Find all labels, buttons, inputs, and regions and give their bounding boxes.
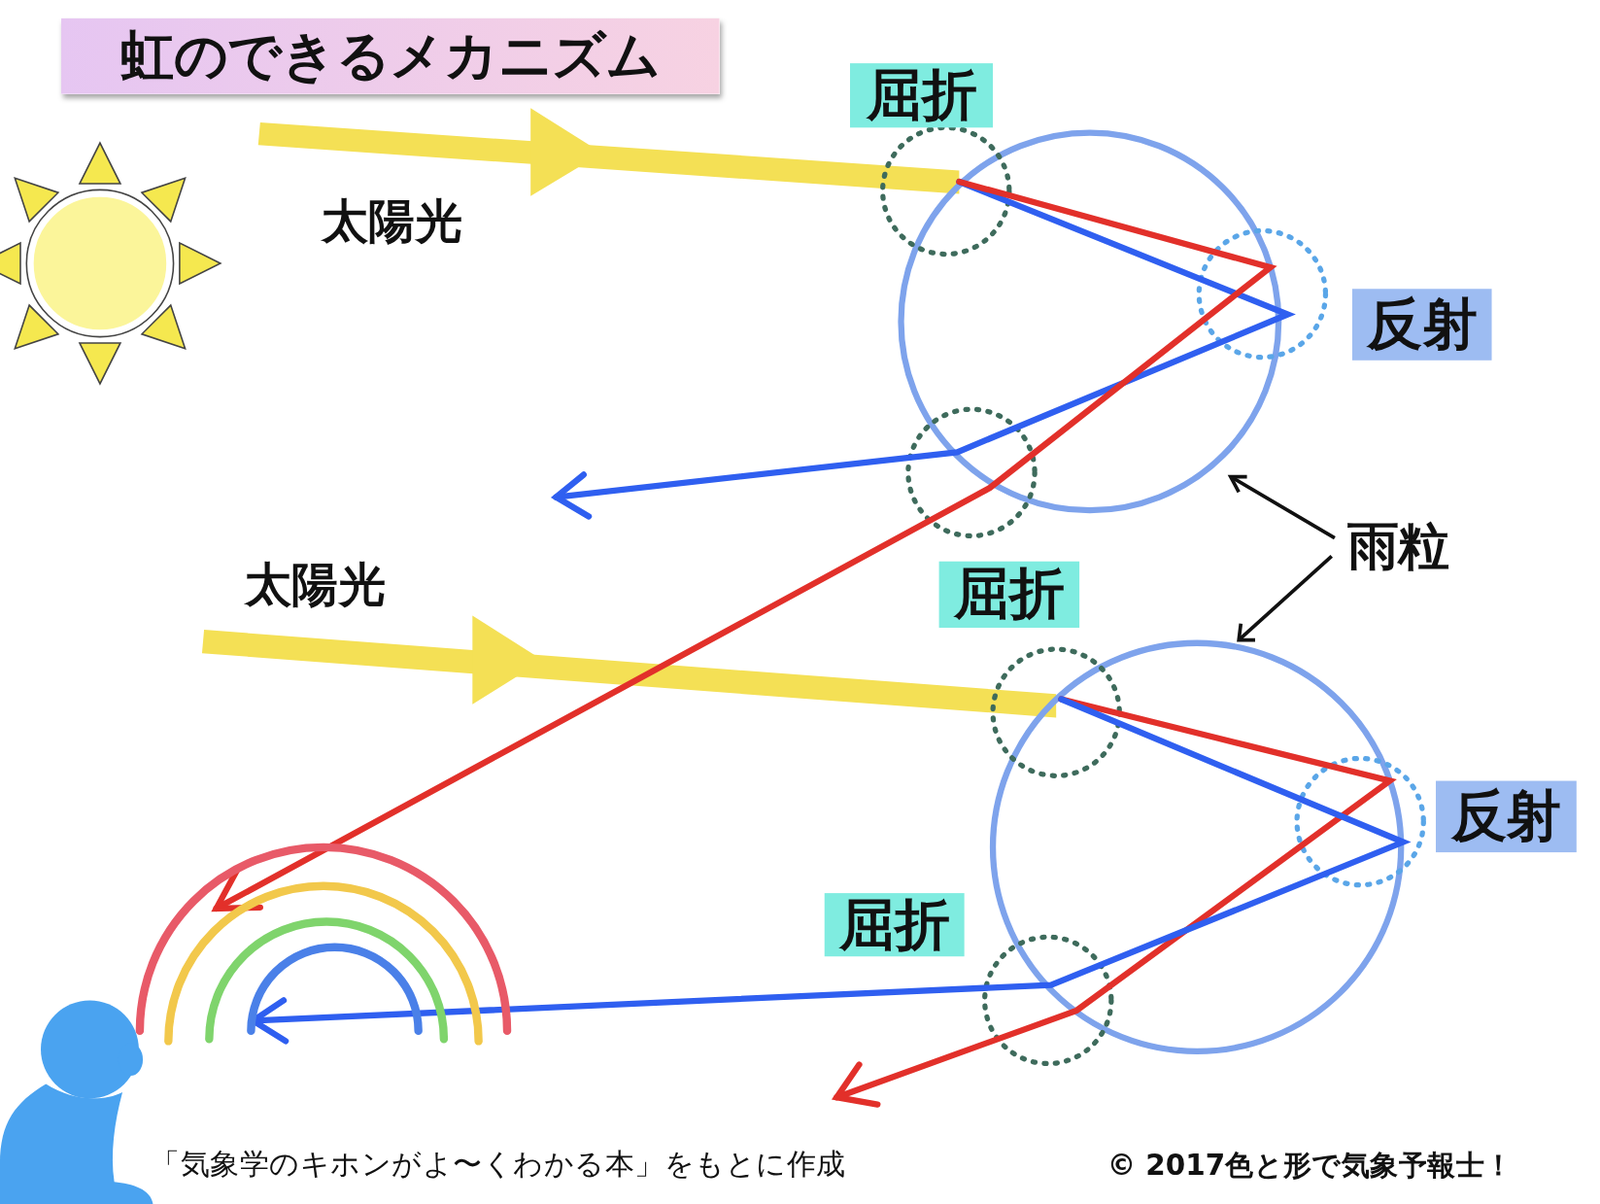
raindrop [901, 133, 1402, 1052]
box-label: 屈折 [866, 58, 977, 134]
label-box: 反射 [1352, 288, 1493, 361]
text-label: 太陽光 [321, 189, 463, 253]
source-caption: 「気象学のキホンがよ〜くわかる本」をもとに作成 [150, 1143, 846, 1185]
text-label: 雨粒 [1347, 511, 1450, 580]
label-box: 屈折 [824, 892, 965, 956]
light-ray [216, 181, 1404, 1105]
rainbow [139, 847, 508, 1042]
box-label: 反射 [1451, 779, 1562, 854]
box-label: 屈折 [839, 886, 950, 962]
child-silhouette [0, 999, 154, 1204]
text-label: 太陽光 [244, 552, 386, 616]
title-banner: 虹のできるメカニズム [61, 18, 720, 95]
leader-arrow [1230, 476, 1335, 641]
sun [0, 142, 221, 384]
box-label: 屈折 [953, 557, 1064, 633]
label-box: 屈折 [850, 63, 993, 128]
text-label: © 2017色と形で気象予報士！ [1107, 1146, 1514, 1186]
box-label: 反射 [1366, 287, 1477, 363]
label-box: 屈折 [938, 561, 1080, 628]
label-box: 反射 [1435, 781, 1577, 853]
